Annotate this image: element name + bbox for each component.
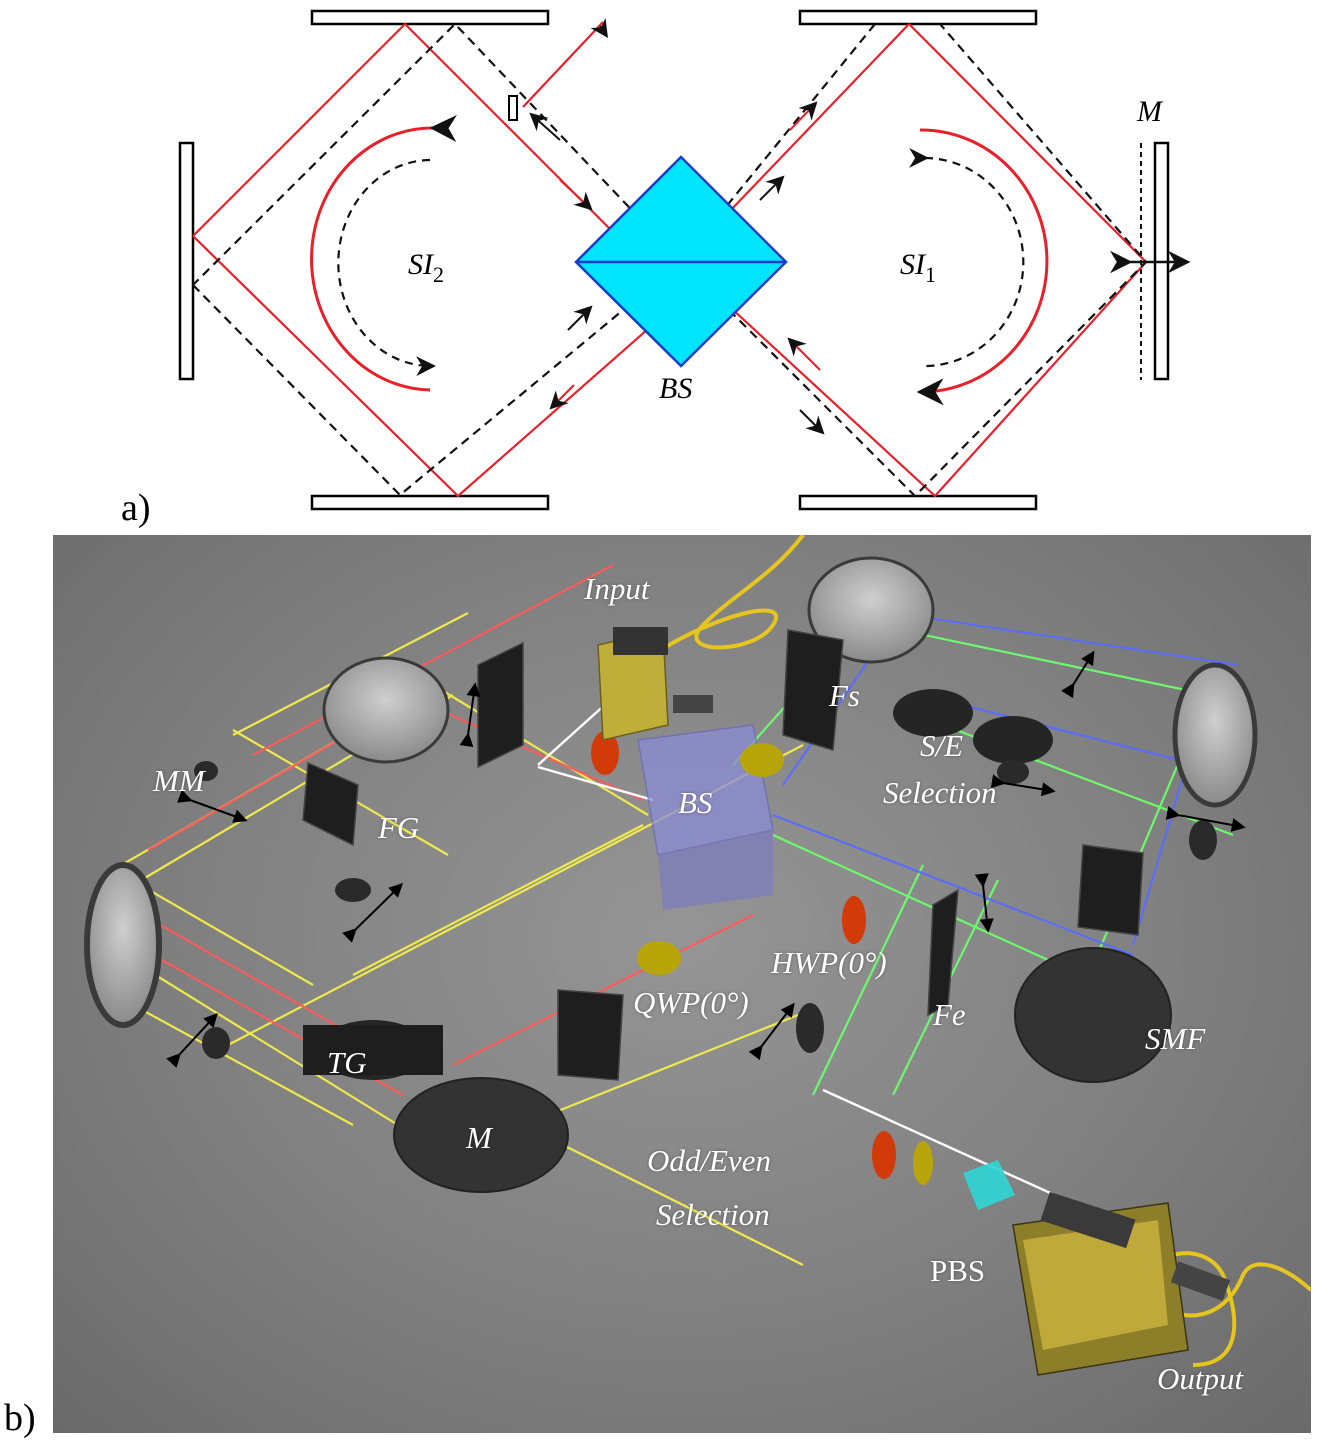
mirror-bottom-left (310, 494, 550, 511)
label-m: M (466, 1120, 492, 1155)
label-smf: SMF (1145, 1021, 1206, 1056)
mirror-top-left (310, 9, 550, 26)
label-si1: SI1 (900, 248, 936, 287)
beam-direction-arrows (529, 18, 825, 435)
label-odd-even-1: Odd/Even (647, 1143, 771, 1178)
panel-a-letter: a) (121, 487, 151, 529)
circulation-arrows-si2 (310, 114, 457, 392)
label-fe: Fe (933, 997, 966, 1032)
label-si2: SI2 (408, 248, 444, 287)
label-pbs: PBS (930, 1253, 986, 1288)
label-bs: BS (659, 372, 692, 405)
label-odd-even-2: Selection (656, 1197, 770, 1232)
mirror-bottom-right (798, 494, 1038, 511)
panel-a-schematic: SI2 SI1 BS M a) (0, 0, 1319, 530)
panel-b-letter: b) (4, 1397, 36, 1439)
label-fs: Fs (829, 678, 860, 713)
waveplates (591, 731, 933, 1185)
output-coupler (1012, 1191, 1231, 1376)
input-coupler (597, 627, 713, 741)
label-hwp: HWP(0°) (771, 945, 887, 980)
panel-b-svg (84, 533, 1313, 1376)
bs-cube (637, 724, 774, 910)
round-mirrors (84, 556, 1258, 1193)
label-input: Input (584, 571, 650, 606)
label-tg: TG (327, 1045, 367, 1080)
label-output: Output (1157, 1361, 1244, 1396)
label-fg: FG (378, 810, 420, 845)
panel-b-rendering: Input MM FG BS Fs S/E Selection TG M QWP… (53, 533, 1313, 1433)
label-se-2: Selection (883, 775, 997, 810)
pbs-cube (963, 1160, 1015, 1210)
flat-mirrors (302, 629, 1144, 1081)
pickoff-mirror (508, 95, 518, 121)
panel-a-svg: SI2 SI1 BS M (178, 9, 1191, 511)
label-se-1: S/E (920, 728, 964, 763)
label-qwp: QWP(0°) (633, 985, 749, 1020)
mirror-top-right (798, 9, 1038, 26)
dashed-beam-paths (192, 22, 1148, 498)
beam-splitter-cube (574, 155, 788, 368)
mirror-left (178, 141, 195, 381)
grating-mounts (303, 689, 1053, 1080)
translation-arrows (166, 650, 1246, 1068)
circulation-arrows-si1 (909, 128, 1049, 406)
label-bs: BS (678, 785, 713, 820)
label-m: M (1136, 95, 1164, 128)
label-mm: MM (153, 763, 205, 798)
